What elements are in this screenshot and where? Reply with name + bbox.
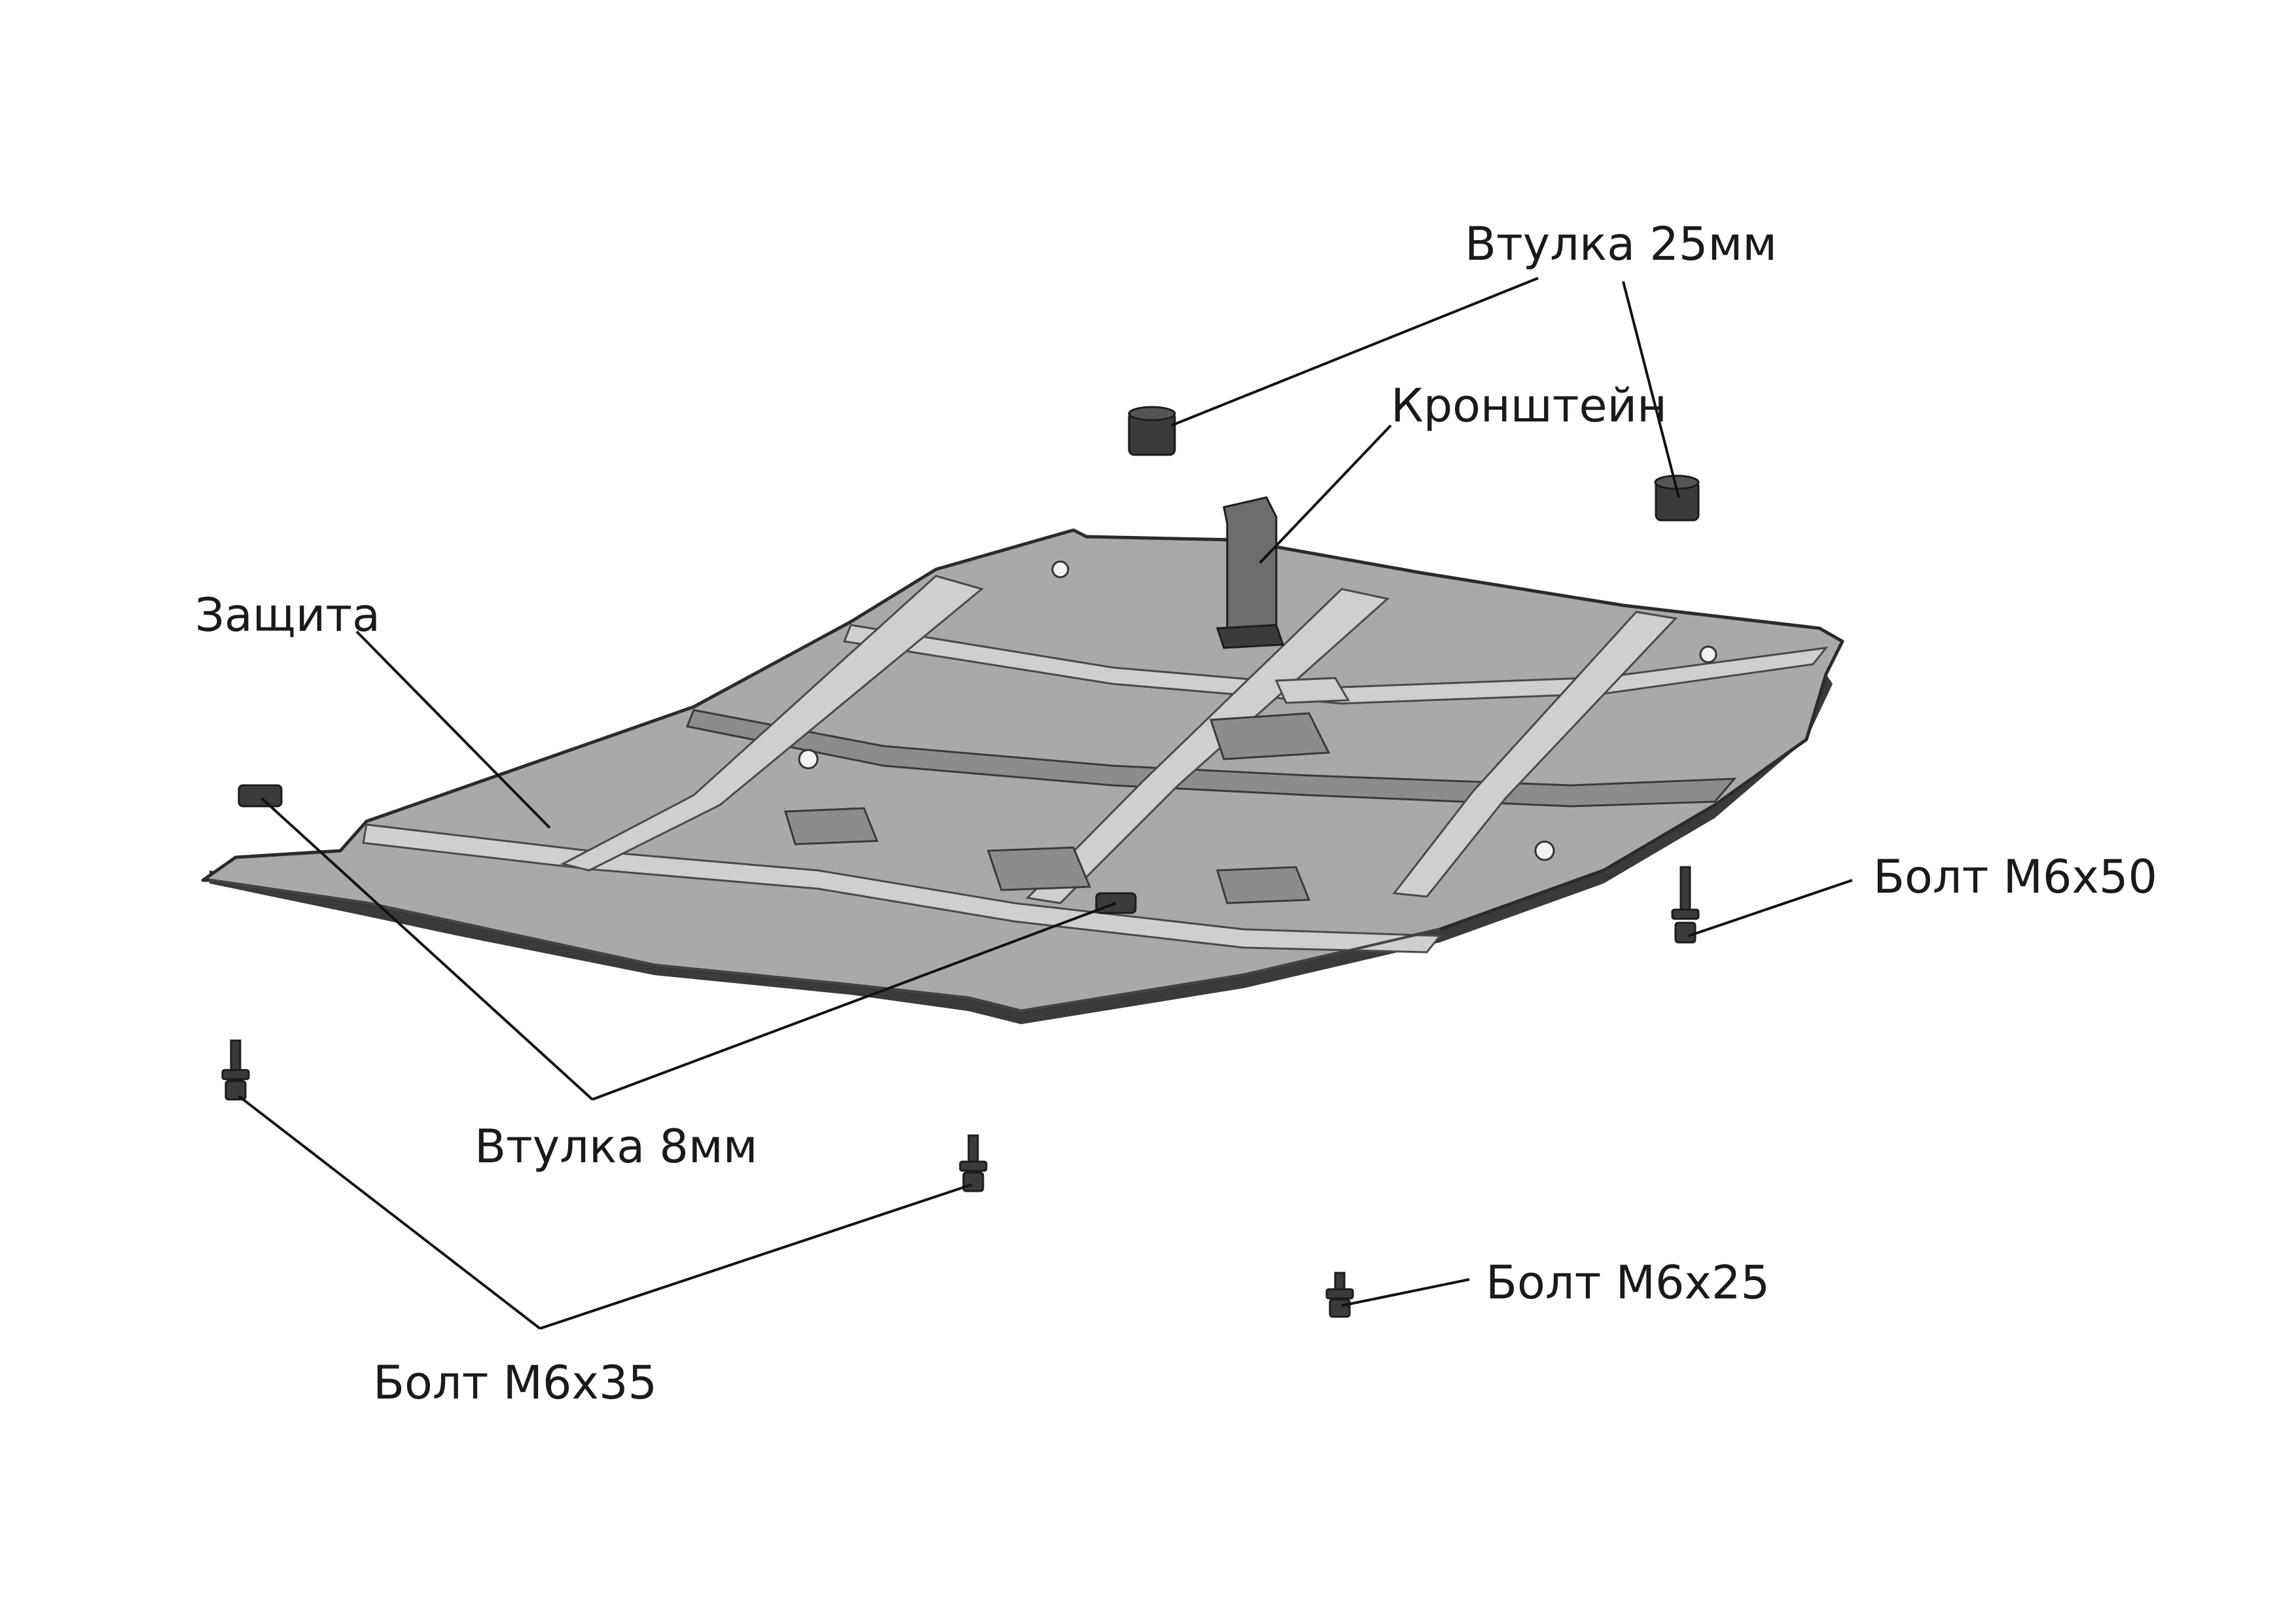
- plate-pocket-2: [986, 846, 1092, 891]
- leader-lines: [238, 277, 1853, 1330]
- bolt-m6x35-left-part: [221, 1039, 250, 1101]
- leader-bracket: [1259, 424, 1392, 564]
- leader-bolt-m6x35-right: [539, 1183, 973, 1330]
- plate-rib-long-3: [1392, 611, 1678, 898]
- plate-raised-pad: [1209, 712, 1331, 760]
- bolt-m6x35-right-part: [959, 1134, 988, 1192]
- bushing-8-left: [238, 784, 283, 808]
- label-bushing-25: Втулка 25мм: [1465, 217, 1778, 271]
- label-bracket: Кронштейн: [1391, 379, 1667, 433]
- skid-plate: [201, 528, 1844, 1024]
- bushing-25-right: [1654, 474, 1700, 522]
- bolt-m6x25-part: [1325, 1272, 1354, 1318]
- plate-hole-4: [1051, 560, 1069, 579]
- bracket-foot: [1215, 624, 1285, 649]
- label-bolt-m6x25: Болт М6х25: [1486, 1256, 1770, 1310]
- leader-bushing-8-left: [260, 797, 594, 1101]
- label-bolt-m6x35: Болт М6х35: [373, 1356, 658, 1410]
- plate-pocket-1: [784, 807, 879, 846]
- label-guard: Защита: [195, 588, 380, 642]
- leader-bolt-m6x50: [1688, 879, 1853, 937]
- leader-bushing-25-right: [1622, 281, 1680, 498]
- leader-bushing-8-right: [592, 902, 1117, 1101]
- bracket-body: [1223, 496, 1278, 646]
- bolt-m6x50-part: [1671, 866, 1700, 944]
- label-bushing-8: Втулка 8мм: [475, 1120, 758, 1173]
- plate-hole-2: [1534, 840, 1555, 861]
- plate-window: [1274, 677, 1350, 704]
- plate-rib-long-1: [560, 575, 984, 872]
- plate-hole-1: [798, 749, 819, 770]
- leader-guard: [355, 630, 551, 829]
- plate-pocket-3: [1216, 866, 1311, 904]
- leader-bolt-m6x35-left: [238, 1095, 541, 1330]
- label-bolt-m6x50: Болт М6х50: [1873, 850, 2158, 904]
- leader-bushing-25-left: [1171, 277, 1539, 427]
- plate-rib-long-2: [1025, 588, 1390, 904]
- plate-hole-3: [1699, 645, 1717, 664]
- bracket-part: [1215, 496, 1285, 649]
- plate-rib-middle: [685, 709, 1737, 808]
- bushing-25-left: [1128, 406, 1176, 456]
- plate-front-edge: [209, 879, 1441, 1013]
- leader-bolt-m6x25: [1341, 1278, 1470, 1307]
